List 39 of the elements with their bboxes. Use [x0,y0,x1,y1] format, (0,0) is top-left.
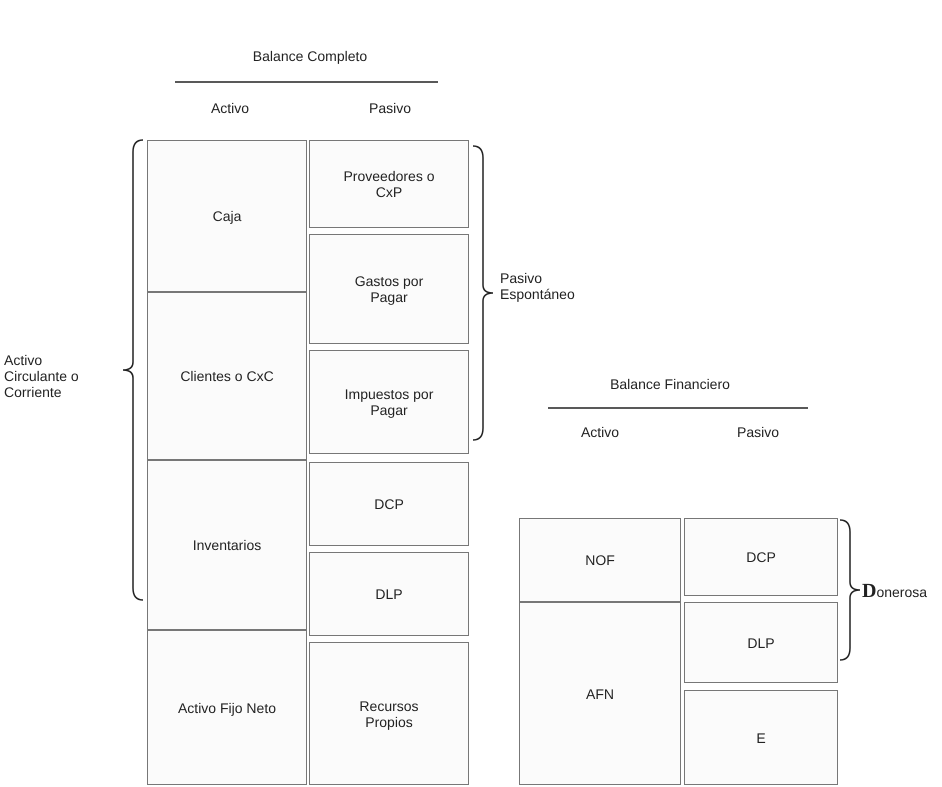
balance-box [309,234,469,344]
balance-box [309,350,469,454]
account-name: Impuestos por Pagar [344,386,434,418]
account-name: Caja [212,208,242,224]
balance-box [147,460,307,630]
financial-balance-box [519,518,681,602]
account-name: E [756,730,766,746]
account-name: DCP [374,496,404,512]
balance-box [147,630,307,785]
bracket-label: Pasivo Espontáneo [500,270,576,302]
balance-title: Balance Completo [252,48,368,64]
column-heading: Pasivo [368,100,412,116]
financial-balance-box [684,602,838,683]
balance-box [309,642,469,785]
bracket-label: Activo Circulante o Corriente [4,352,80,400]
column-heading: Activo [580,424,620,440]
account-name: DCP [746,549,776,565]
account-name: Gastos por Pagar [354,273,424,305]
financial-balance-box [519,602,681,785]
account-name: DLP [375,586,403,602]
financial-balance-box [684,690,838,785]
account-name: NOF [585,552,615,568]
bracket-label: Donerosa [862,580,928,603]
financial-balance-box [684,518,838,596]
account-name: Inventarios [192,537,262,553]
balance-box [309,140,469,228]
balance-box [147,292,307,460]
balance-box [309,462,469,546]
balance-title: Balance Financiero [609,376,731,392]
account-name: Proveedores o CxP [342,168,436,200]
balance-box [147,140,307,292]
account-name: Recursos Propios [358,698,420,730]
balance-box [309,552,469,636]
column-heading: Activo [210,100,250,116]
account-name: Clientes o CxC [180,368,274,384]
account-name: DLP [747,634,775,650]
account-name: Activo Fijo Neto [178,700,276,716]
account-name: AFN [586,686,614,702]
column-heading: Pasivo [736,424,780,440]
